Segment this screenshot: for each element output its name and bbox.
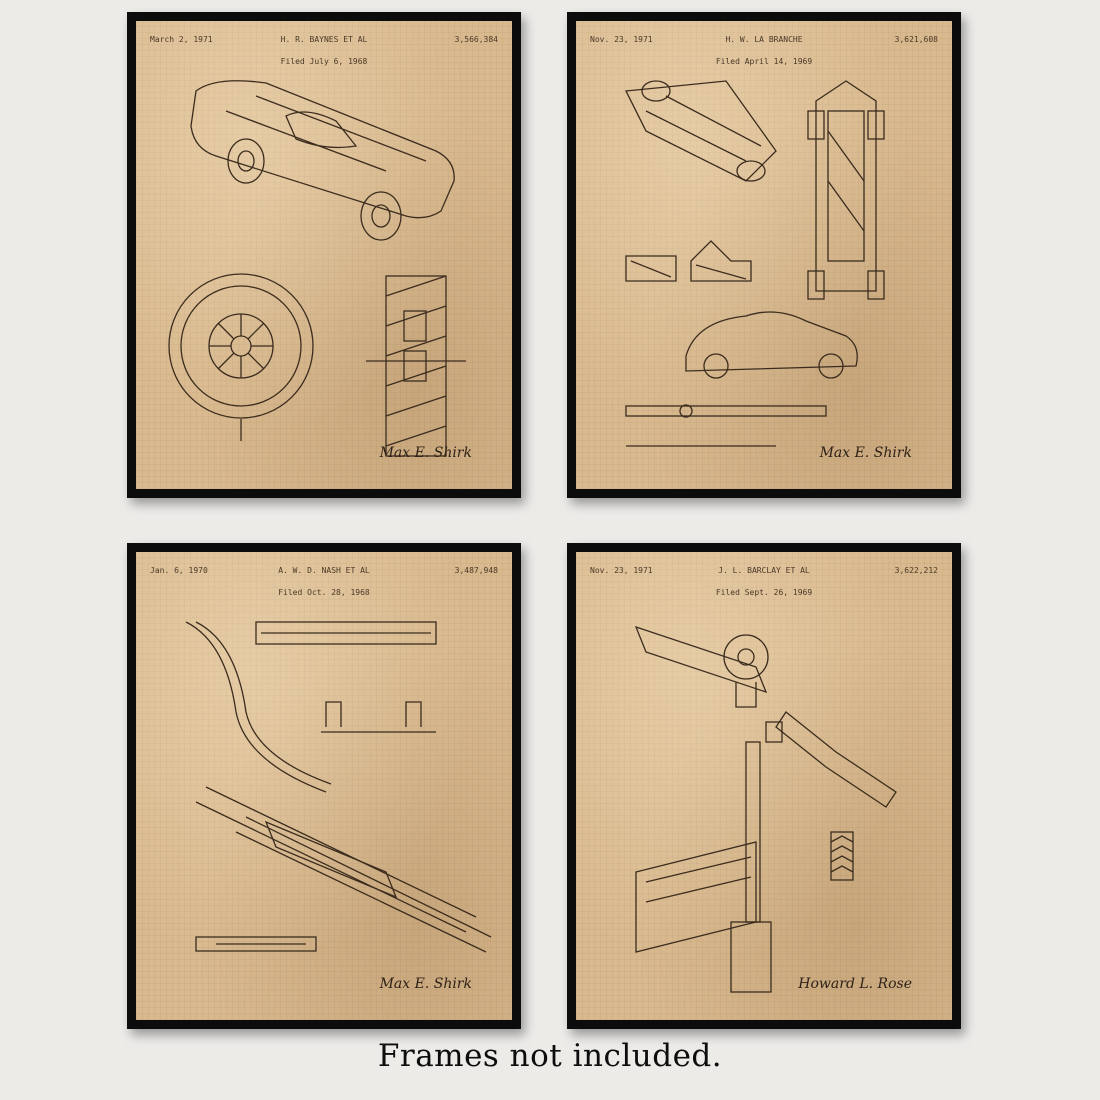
patent-paper-2: Nov. 23, 1971 H. W. LA BRANCHE 3,621,608… bbox=[576, 21, 952, 489]
patent-date: Jan. 6, 1970 bbox=[150, 566, 208, 575]
patent-date: March 2, 1971 bbox=[150, 35, 213, 44]
launcher-ramp-illustration bbox=[634, 625, 769, 708]
patent-date: Nov. 23, 1971 bbox=[590, 566, 653, 575]
attorney-signature: Max E. Shirk bbox=[379, 445, 472, 461]
patent-filed: Filed July 6, 1968 bbox=[280, 57, 368, 66]
axle-section-illustration bbox=[366, 275, 466, 457]
patent-number: 3,622,212 bbox=[894, 566, 938, 575]
patent-inventor: J. L. BARCLAY ET AL bbox=[718, 566, 810, 575]
poster-frame-2: Nov. 23, 1971 H. W. LA BRANCHE 3,621,608… bbox=[567, 12, 961, 498]
attorney-signature: Howard L. Rose bbox=[798, 976, 912, 992]
tread-pattern-illustration bbox=[830, 831, 854, 881]
track-perspective-illustration bbox=[195, 786, 492, 953]
section-blocks-illustration bbox=[625, 240, 752, 282]
attorney-signature: Max E. Shirk bbox=[819, 445, 912, 461]
track-strip-illustration bbox=[625, 404, 827, 447]
poster-frame-1: March 2, 1971 H. R. BAYNES ET AL 3,566,3… bbox=[127, 12, 521, 498]
chassis-patent-drawing bbox=[624, 80, 885, 447]
attorney-signature: Max E. Shirk bbox=[379, 976, 472, 992]
patent-number: 3,487,948 bbox=[454, 566, 498, 575]
patent-filed: Filed Sept. 26, 1969 bbox=[715, 588, 813, 597]
patent-number: 3,566,384 bbox=[454, 35, 498, 44]
track-exit-illustration bbox=[765, 711, 897, 808]
car-patent-drawing bbox=[168, 80, 466, 457]
car-side-illustration bbox=[685, 311, 858, 379]
caption-text: Frames not included. bbox=[377, 1038, 723, 1074]
patent-inventor: H. R. BAYNES ET AL bbox=[280, 35, 368, 44]
patent-header: Jan. 6, 1970 A. W. D. NASH ET AL 3,487,9… bbox=[150, 566, 498, 600]
patent-inventor: H. W. LA BRANCHE bbox=[725, 35, 803, 44]
patent-inventor: A. W. D. NASH ET AL bbox=[278, 566, 370, 575]
track-segment-illustration bbox=[255, 621, 437, 645]
patent-number: 3,621,608 bbox=[894, 35, 938, 44]
track-patent-drawing bbox=[185, 621, 492, 953]
patent-header: March 2, 1971 H. R. BAYNES ET AL 3,566,3… bbox=[150, 35, 498, 69]
poster-frame-3: Jan. 6, 1970 A. W. D. NASH ET AL 3,487,9… bbox=[127, 543, 521, 1029]
chassis-perspective-illustration bbox=[624, 80, 777, 182]
patent-header: Nov. 23, 1971 H. W. LA BRANCHE 3,621,608… bbox=[590, 35, 938, 69]
patent-date: Nov. 23, 1971 bbox=[590, 35, 653, 44]
track-clip-illustration bbox=[321, 701, 436, 733]
patent-filed: Filed Oct. 28, 1968 bbox=[278, 588, 370, 597]
toy-car-illustration bbox=[190, 80, 455, 241]
vertical-tower-illustration bbox=[635, 741, 772, 993]
patent-paper-4: Nov. 23, 1971 J. L. BARCLAY ET AL 3,622,… bbox=[576, 552, 952, 1020]
curved-track-illustration bbox=[185, 621, 332, 793]
patent-paper-1: March 2, 1971 H. R. BAYNES ET AL 3,566,3… bbox=[136, 21, 512, 489]
launcher-patent-drawing bbox=[634, 625, 897, 993]
patent-paper-3: Jan. 6, 1970 A. W. D. NASH ET AL 3,487,9… bbox=[136, 552, 512, 1020]
connector-illustration bbox=[195, 936, 317, 952]
patent-header: Nov. 23, 1971 J. L. BARCLAY ET AL 3,622,… bbox=[590, 566, 938, 600]
poster-frame-4: Nov. 23, 1971 J. L. BARCLAY ET AL 3,622,… bbox=[567, 543, 961, 1029]
wheel-illustration bbox=[168, 273, 314, 441]
chassis-top-view-illustration bbox=[807, 80, 885, 300]
patent-filed: Filed April 14, 1969 bbox=[715, 57, 813, 66]
